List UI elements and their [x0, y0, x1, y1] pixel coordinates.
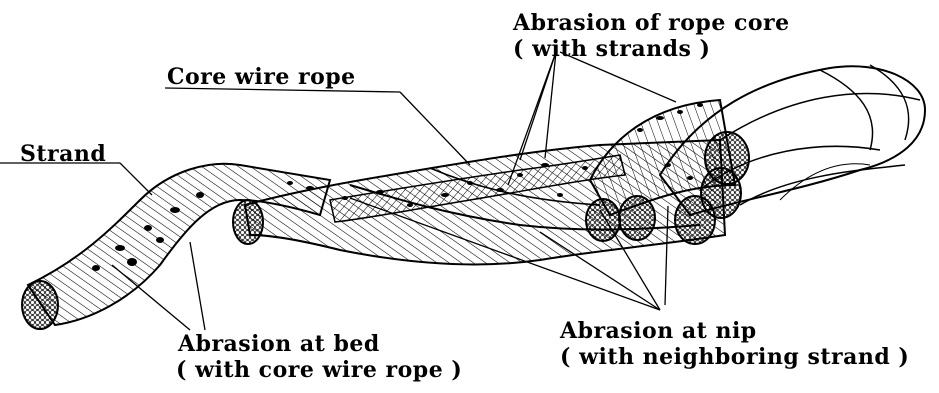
label-abrasion-at-nip: Abrasion at nip — [560, 320, 757, 342]
label-abrasion-of-rope-core: Abrasion of rope core — [513, 12, 790, 34]
label-abrasion-at-bed-sub: ( with core wire rope ) — [176, 359, 462, 381]
label-abrasion-at-nip-sub: ( with neighboring strand ) — [560, 346, 909, 368]
label-core-wire-rope: Core wire rope — [167, 66, 356, 88]
strand-left — [22, 164, 330, 329]
core-end-left — [233, 200, 263, 244]
label-abrasion-at-bed: Abrasion at bed — [178, 333, 380, 355]
label-strand: Strand — [20, 143, 106, 165]
label-abrasion-of-rope-core-sub: ( with strands ) — [513, 38, 710, 60]
